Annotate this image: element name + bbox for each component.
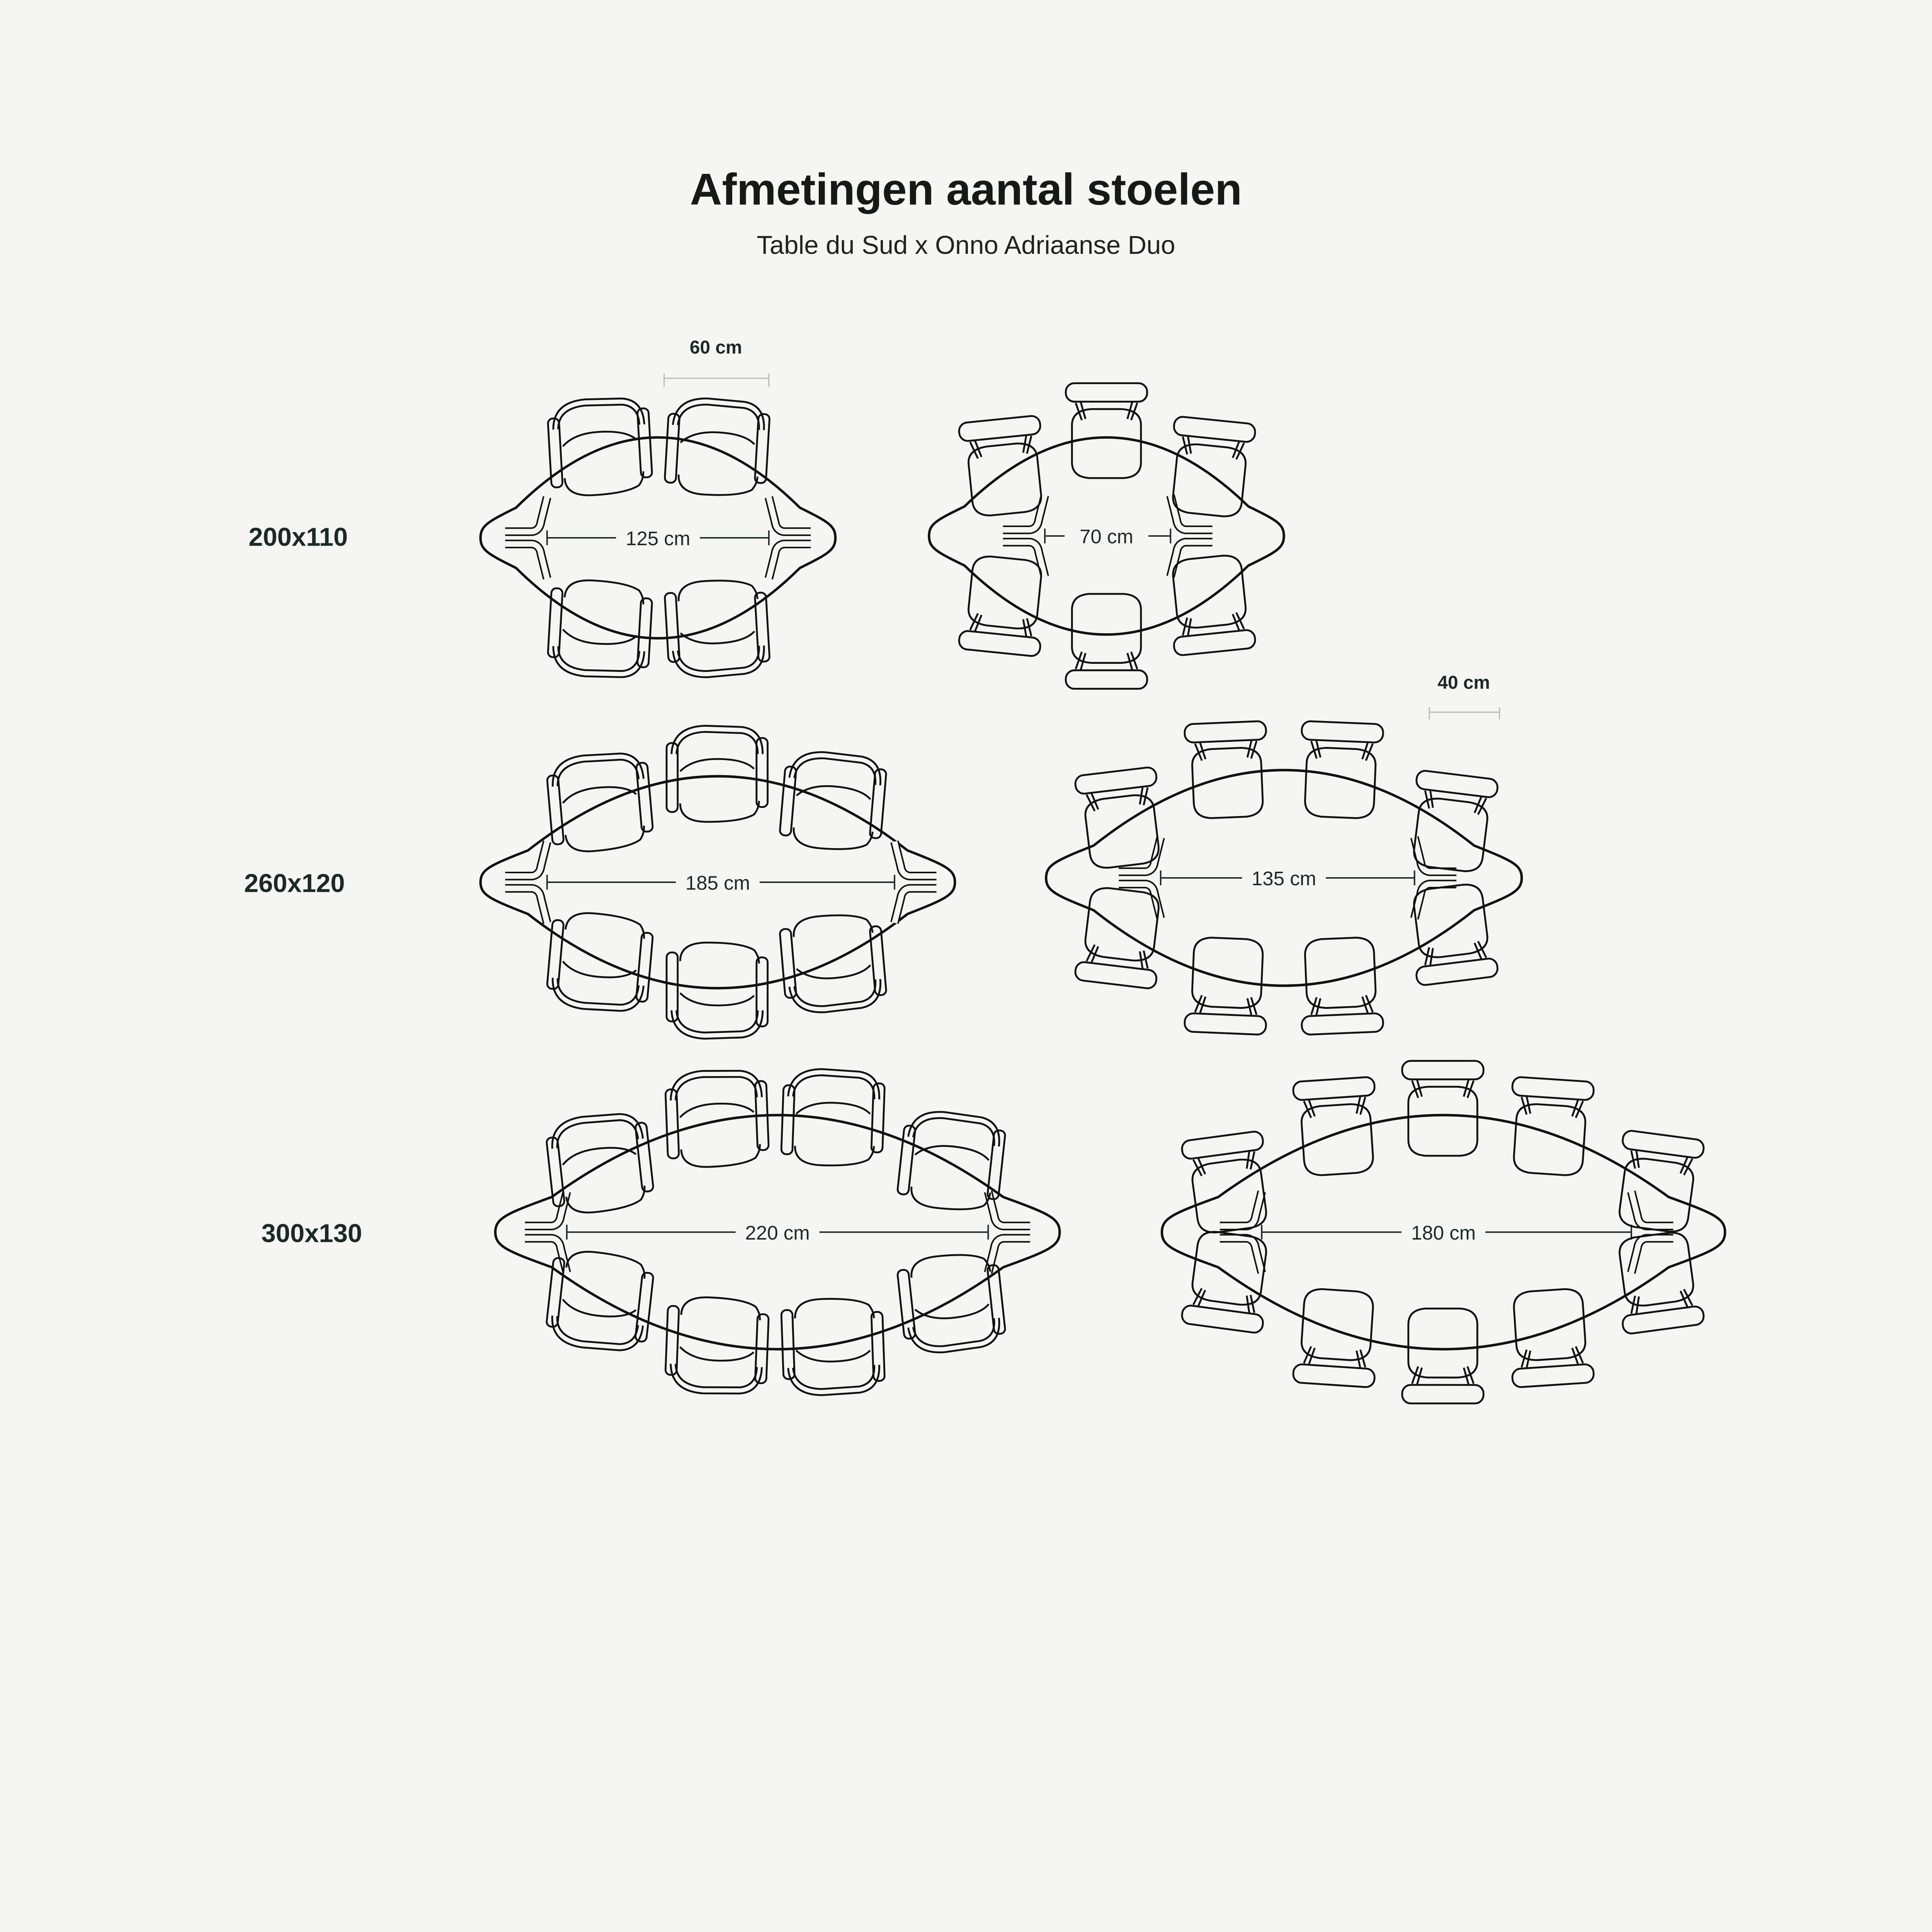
table-leg: [1166, 494, 1213, 578]
table-200x110-side-chair: 70 cm: [928, 383, 1285, 689]
side-chair-bottom: [1293, 1287, 1380, 1388]
leg-distance-label: 185 cm: [685, 872, 750, 894]
table-leg: [1219, 1190, 1266, 1274]
leg-distance-label: 135 cm: [1252, 867, 1316, 889]
side-chair-bottom: [1612, 1230, 1705, 1334]
table-top: [494, 1114, 1061, 1350]
side-chair-top: [1165, 416, 1256, 519]
armchair-bottom: [664, 578, 770, 680]
side-chair-top: [1298, 721, 1383, 819]
table-leg: [505, 840, 551, 924]
table-leg: [1410, 836, 1457, 920]
armchair-top: [667, 726, 768, 822]
armchair-top: [545, 750, 654, 854]
table-260x120-side-chair: 135 cm: [1045, 721, 1523, 1035]
side-chair-width-line: [1429, 707, 1500, 720]
armchair-bottom: [667, 942, 768, 1039]
leg-distance-label: 180 cm: [1411, 1222, 1476, 1244]
leg-distance-label: 125 cm: [626, 527, 690, 549]
table-top: [1160, 1114, 1726, 1350]
table-leg: [505, 496, 551, 580]
armchair-top: [779, 749, 888, 853]
size-label-260x120: 260x120: [244, 869, 345, 898]
armchair-bottom: [547, 578, 653, 680]
table-top: [479, 436, 837, 639]
table-top: [1045, 769, 1523, 987]
side-chair-top: [958, 415, 1049, 518]
side-chair-bottom: [1402, 1308, 1484, 1403]
armchair-width-label: 60 cm: [690, 337, 742, 358]
side-chair-top: [1066, 383, 1147, 478]
armchair-top: [665, 1068, 769, 1168]
page-subtitle: Table du Sud x Onno Adriaanse Duo: [757, 231, 1175, 260]
armchair-bottom: [545, 910, 654, 1014]
armchair-bottom: [779, 911, 888, 1015]
side-chair-bottom: [1066, 594, 1147, 689]
armchair-top: [781, 1068, 885, 1167]
table-300x130-side-chair: 180 cm: [1160, 1061, 1726, 1403]
seating-diagram: Afmetingen aantal stoelen Table du Sud x…: [244, 165, 1726, 1545]
side-chair-bottom: [958, 554, 1049, 656]
side-chair-top: [1293, 1077, 1380, 1177]
side-chair-bottom: [1507, 1287, 1594, 1388]
table-leg: [984, 1190, 1030, 1274]
table-260x120-armchair: 185 cm: [479, 726, 956, 1039]
armchair-bottom: [781, 1297, 885, 1397]
table-leg: [890, 840, 937, 924]
size-label-200x110: 200x110: [248, 523, 348, 552]
side-chair-bottom: [1181, 1229, 1274, 1333]
armchair-width-line: [663, 373, 770, 387]
leg-distance-label: 70 cm: [1080, 526, 1133, 548]
side-chair-bottom: [1184, 937, 1269, 1035]
leg-distance-label: 220 cm: [745, 1222, 810, 1244]
side-chair-top: [1402, 1061, 1484, 1156]
side-chair-bottom: [1298, 937, 1383, 1035]
table-300x130-armchair: 220 cm: [494, 1068, 1061, 1397]
side-chair-bottom: [1165, 553, 1256, 656]
size-label-300x130: 300x130: [261, 1219, 362, 1248]
table-leg: [1003, 494, 1049, 578]
table-leg: [1119, 836, 1165, 920]
table-leg: [525, 1190, 571, 1274]
table-leg: [764, 496, 811, 580]
armchair-top: [547, 396, 653, 497]
table-top: [479, 775, 956, 990]
armchair-top: [664, 396, 770, 498]
table-leg: [1627, 1190, 1673, 1274]
armchair-bottom: [896, 1250, 1007, 1356]
side-chair-top: [1612, 1130, 1705, 1235]
armchair-bottom: [665, 1296, 769, 1396]
table-200x110-armchair: 125 cm: [479, 396, 837, 680]
side-chair-width-label: 40 cm: [1437, 673, 1490, 693]
armchair-top: [896, 1108, 1007, 1214]
side-chair-top: [1181, 1131, 1274, 1235]
side-chair-top: [1184, 721, 1269, 819]
side-chair-top: [1507, 1077, 1594, 1177]
page-title: Afmetingen aantal stoelen: [690, 165, 1242, 214]
